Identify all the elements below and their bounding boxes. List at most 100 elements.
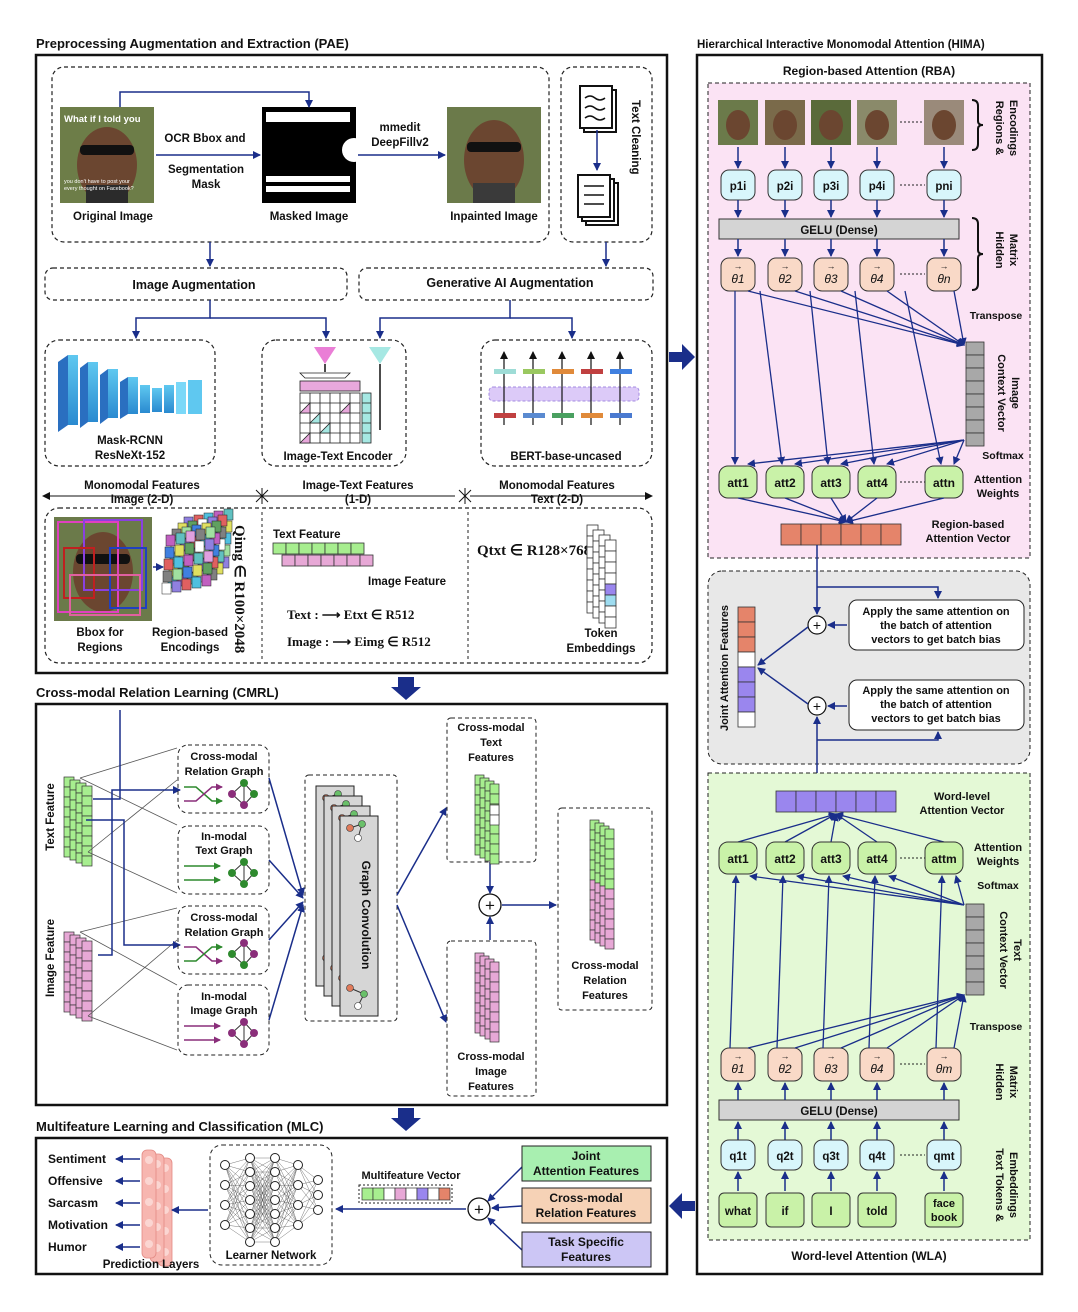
image-text-features-label-2: (1-D): [345, 494, 371, 506]
theta-txt-vector-arrow: →: [734, 1051, 743, 1061]
in-modal-image-graph: [177, 984, 270, 1056]
image-text-encoder-label: Image-Text Encoder: [283, 451, 393, 463]
regions-label-2: Encodings: [1007, 100, 1019, 156]
mmedit-label-2: DeepFillv2: [371, 137, 429, 149]
region-cube-cell: [184, 542, 195, 555]
theta-txt-vector-arrow: →: [873, 1051, 882, 1061]
network-edge: [224, 1164, 251, 1229]
in-text-graph-label-1: In-modal: [201, 831, 247, 843]
att-to-wla-vector-arrow: [835, 811, 945, 843]
joint-vector-cell: [737, 636, 756, 653]
theta-to-context-txt-arrow: [886, 994, 965, 1049]
theta-vector-arrow: →: [827, 261, 836, 271]
hima-frame: [695, 53, 1044, 1276]
network-edge: [249, 1157, 276, 1215]
network-edge: [224, 1204, 251, 1229]
network-edge: [297, 1179, 319, 1206]
text-feature-cell: [350, 542, 365, 555]
text-feature-cell: [337, 542, 352, 555]
pae-to-hima-arrow: [669, 344, 695, 370]
rba-vector-cell: [860, 523, 882, 546]
joint-vector-cell: [737, 711, 756, 728]
joint-vector-cell: [737, 666, 756, 683]
context-vector-img-cell: [965, 341, 985, 356]
hima-add-icon-2: [807, 696, 827, 716]
graph-node: [228, 1029, 236, 1037]
joint-attention-vector: [737, 606, 756, 728]
ctx-img-label-2: Image: [1009, 377, 1021, 409]
cmrl-image-feature-label: Image Feature: [45, 919, 57, 997]
p-node-label: p3i: [823, 181, 840, 193]
theta-txt-node: [720, 1047, 756, 1082]
region-cube-cell: [172, 568, 183, 581]
cm-image-features-label-2: Image: [475, 1066, 507, 1078]
att-to-vector-arrow: [830, 497, 847, 523]
token-cell: [604, 572, 617, 585]
network-node: [245, 1167, 255, 1177]
graph-node: [358, 820, 366, 828]
context-vector-img-cell: [965, 406, 985, 421]
network-edge: [224, 1184, 251, 1243]
theta-to-context-arrow: [953, 290, 967, 346]
feature-cell: [81, 1000, 93, 1012]
region-cube-cell: [204, 538, 215, 551]
att-to-wla-vector-arrow: [784, 813, 837, 843]
token-cell: [604, 616, 617, 629]
feature-cell: [81, 815, 93, 827]
wla-vector-cell: [855, 790, 877, 813]
theta-node: [926, 257, 962, 292]
feature-cell: [489, 833, 500, 845]
mask-rcnn-label-2: ResNeXt-152: [95, 450, 165, 462]
network-edge: [274, 1164, 299, 1187]
image-text-features-label-1: Image-Text Features: [303, 480, 414, 492]
token-embeddings-stack: [586, 524, 617, 629]
theta-to-context-arrow: [794, 290, 965, 347]
region-cube-cell: [222, 520, 233, 533]
region-cube-cell: [165, 534, 176, 547]
ctx-txt-label-2: Text: [1011, 939, 1023, 961]
region-cube-cell: [219, 556, 230, 569]
network-node: [245, 1195, 255, 1205]
region-cube-cell: [208, 556, 219, 569]
region-cube-cell: [162, 570, 173, 583]
feature-cell: [489, 981, 500, 993]
region-cube-cell: [209, 544, 220, 557]
graph-edge: [184, 943, 223, 962]
gelu-label-img: GELU (Dense): [800, 225, 877, 237]
apply-box-2-line-3: vectors to get batch bias: [871, 713, 1001, 725]
joint-box-label-1: Joint: [572, 1149, 601, 1163]
learner-network-box: [209, 1144, 333, 1266]
text-feature-label: Text Feature: [273, 529, 341, 541]
original-image-label: Original Image: [73, 211, 153, 223]
bert-input-token: [581, 413, 603, 418]
att-to-vector-arrow: [845, 497, 945, 525]
feature-cell: [604, 878, 615, 890]
theta-to-context-arrow: [840, 290, 965, 346]
q-node: [859, 1139, 895, 1171]
theta-to-att-txt-arrow: [822, 875, 833, 1049]
attw-img-label-2: Weights: [977, 488, 1020, 500]
token-label-2: Embeddings: [566, 643, 635, 655]
theta-node-label: θ3: [824, 272, 838, 286]
cnn-icon: [58, 355, 202, 432]
prediction-node: [145, 1219, 153, 1227]
network-edge: [297, 1164, 319, 1211]
network-edge: [224, 1164, 251, 1215]
network-node: [313, 1175, 323, 1185]
word-token-label: what: [724, 1206, 751, 1218]
att-txt-label: att1: [727, 852, 749, 866]
bert-input-token: [552, 413, 574, 418]
q-node: [926, 1139, 962, 1171]
regions-label-1: Regions &: [993, 101, 1005, 155]
cmrf-box-label-1: Cross-modal: [549, 1191, 622, 1205]
region-cube-cell: [213, 562, 224, 575]
region-cube-cell: [203, 550, 214, 563]
hima-add-icon-1: [807, 615, 827, 635]
context-to-att-arrow: [886, 439, 965, 466]
feature-cell: [604, 928, 615, 940]
network-edge: [224, 1204, 251, 1243]
region-cube-cell: [207, 568, 218, 581]
prediction-layers-label: Prediction Layers: [103, 1259, 200, 1271]
